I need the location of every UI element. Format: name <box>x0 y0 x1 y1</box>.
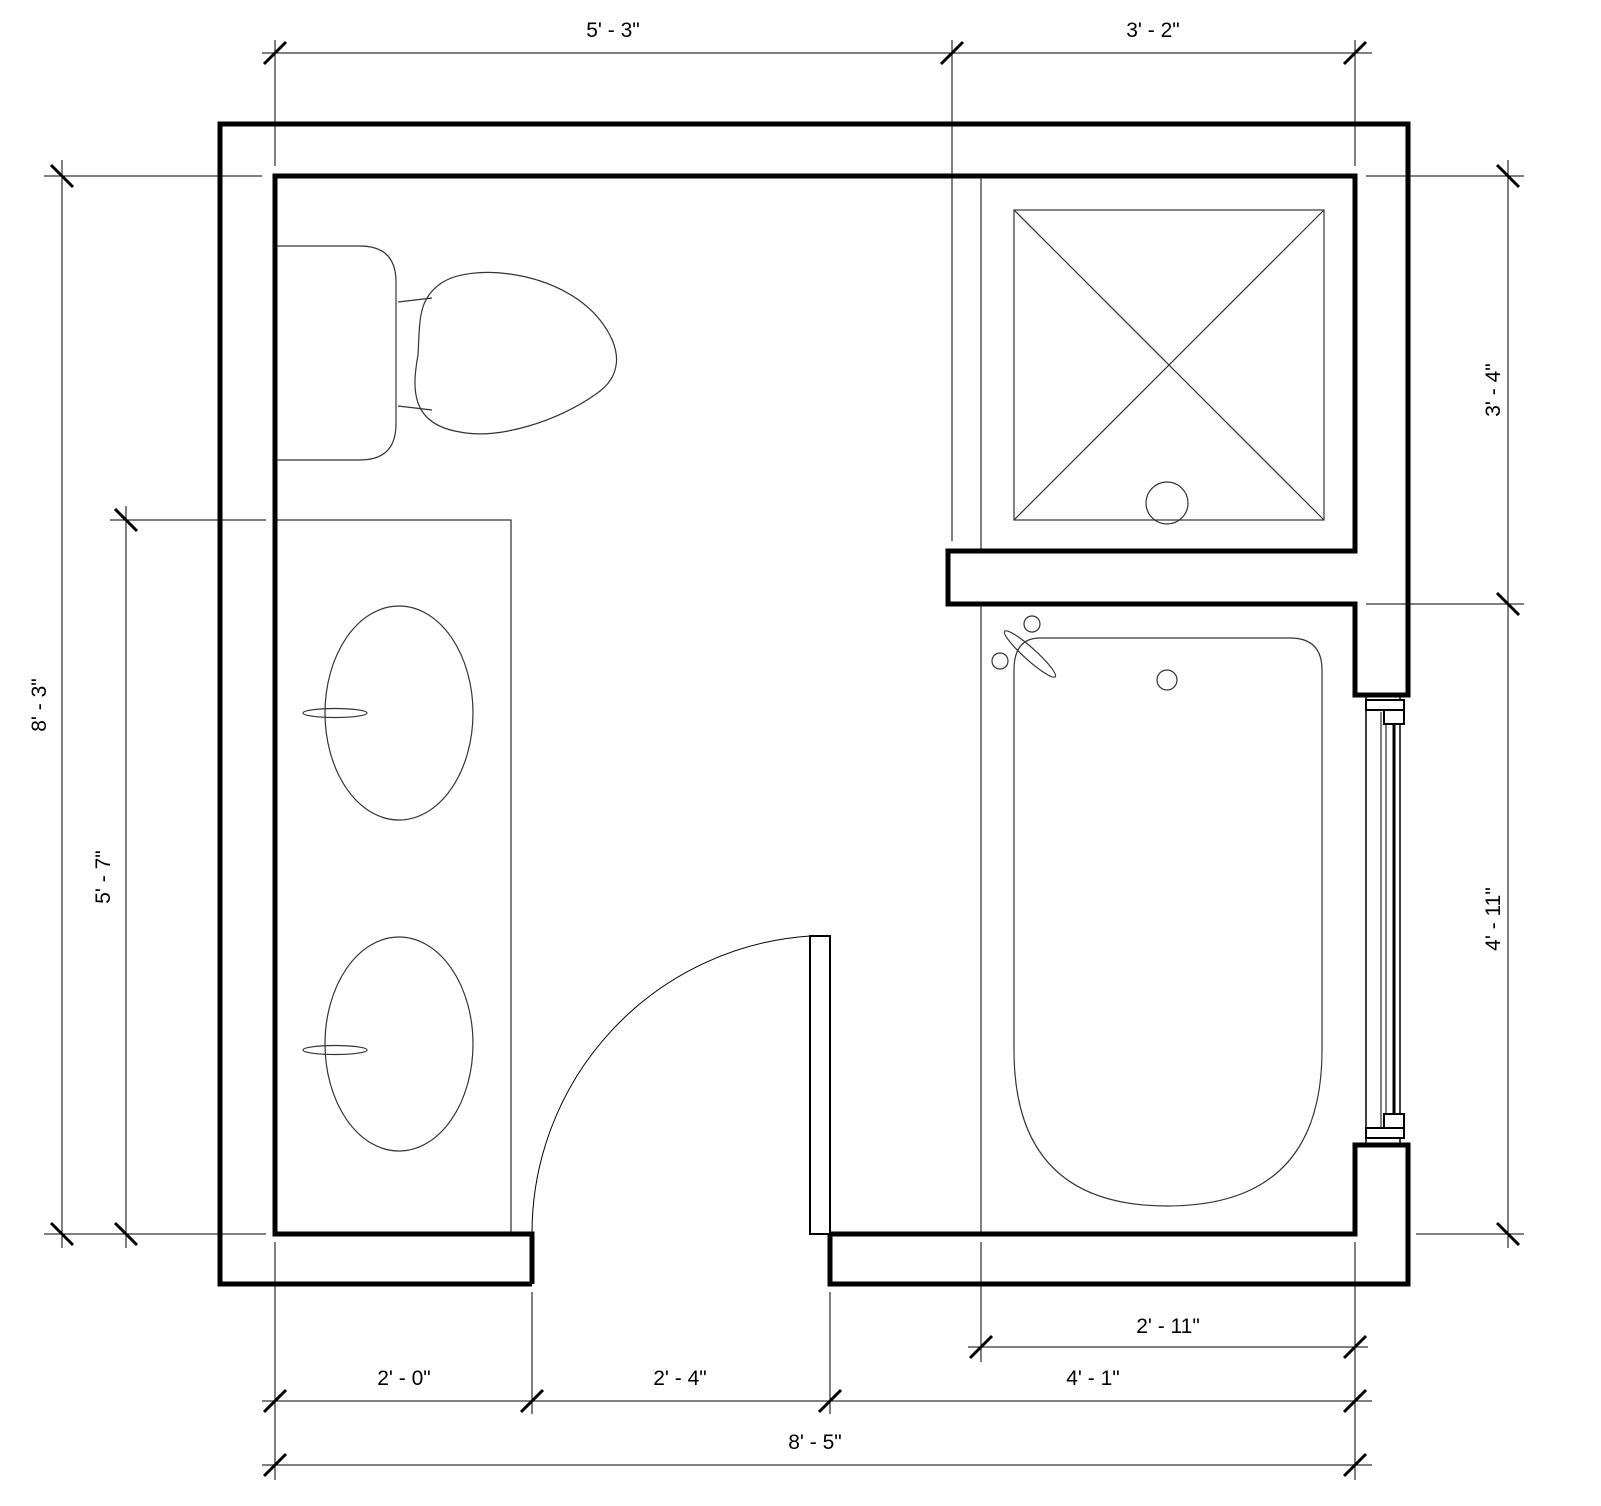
dim-top-left: 5' - 3" <box>586 19 639 42</box>
vanity <box>277 519 512 1234</box>
sink-top-faucet <box>302 707 368 719</box>
vanity-counter <box>277 519 512 1234</box>
dim-bottom-right: 4' - 1" <box>1066 1367 1119 1390</box>
dimension-lines <box>44 40 1524 1480</box>
door <box>531 935 831 1235</box>
dim-right-lower: 4' - 11" <box>1482 887 1505 951</box>
inner-wall-lower-right <box>830 1142 1358 1237</box>
tub-valve-1 <box>1023 615 1041 633</box>
dim-bottom-tub: 2' - 11" <box>1136 1315 1200 1338</box>
door-leaf <box>809 935 831 1235</box>
outer-wall-lower-right <box>827 1142 1411 1287</box>
dim-top-right: 3' - 2" <box>1126 19 1179 42</box>
dim-left-vanity: 5' - 7" <box>92 850 115 903</box>
window <box>1365 694 1405 1146</box>
tub-valve-2 <box>991 652 1009 670</box>
toilet <box>277 245 617 461</box>
tub-basin <box>1013 637 1323 1207</box>
toilet-bowl <box>414 271 617 435</box>
shower-pan <box>1013 209 1325 521</box>
tub-spout <box>1003 630 1057 678</box>
tub-drain <box>1156 669 1178 691</box>
inner-wall <box>272 173 1358 1284</box>
sink-top-basin <box>324 605 474 821</box>
bathtub <box>980 604 1323 1234</box>
sink-bottom-basin <box>324 936 474 1152</box>
toilet-neck <box>397 297 433 411</box>
dim-bottom-overall: 8' - 5" <box>788 1431 841 1454</box>
door-swing-arc <box>531 935 811 1235</box>
shower <box>980 176 1325 551</box>
dim-right-upper: 3' - 4" <box>1482 363 1505 416</box>
toilet-tank <box>277 245 397 461</box>
dim-bottom-left: 2' - 0" <box>377 1367 430 1390</box>
window-frame <box>1365 694 1401 1146</box>
dim-bottom-door: 2' - 4" <box>653 1367 706 1390</box>
dimension-labels: 5' - 3" 3' - 2" 8' - 3" 5' - 7" 3' - 4" … <box>28 19 1505 1454</box>
sink-bottom-faucet <box>302 1044 368 1056</box>
shower-drain <box>1145 481 1189 525</box>
dim-left-overall: 8' - 3" <box>28 678 51 731</box>
